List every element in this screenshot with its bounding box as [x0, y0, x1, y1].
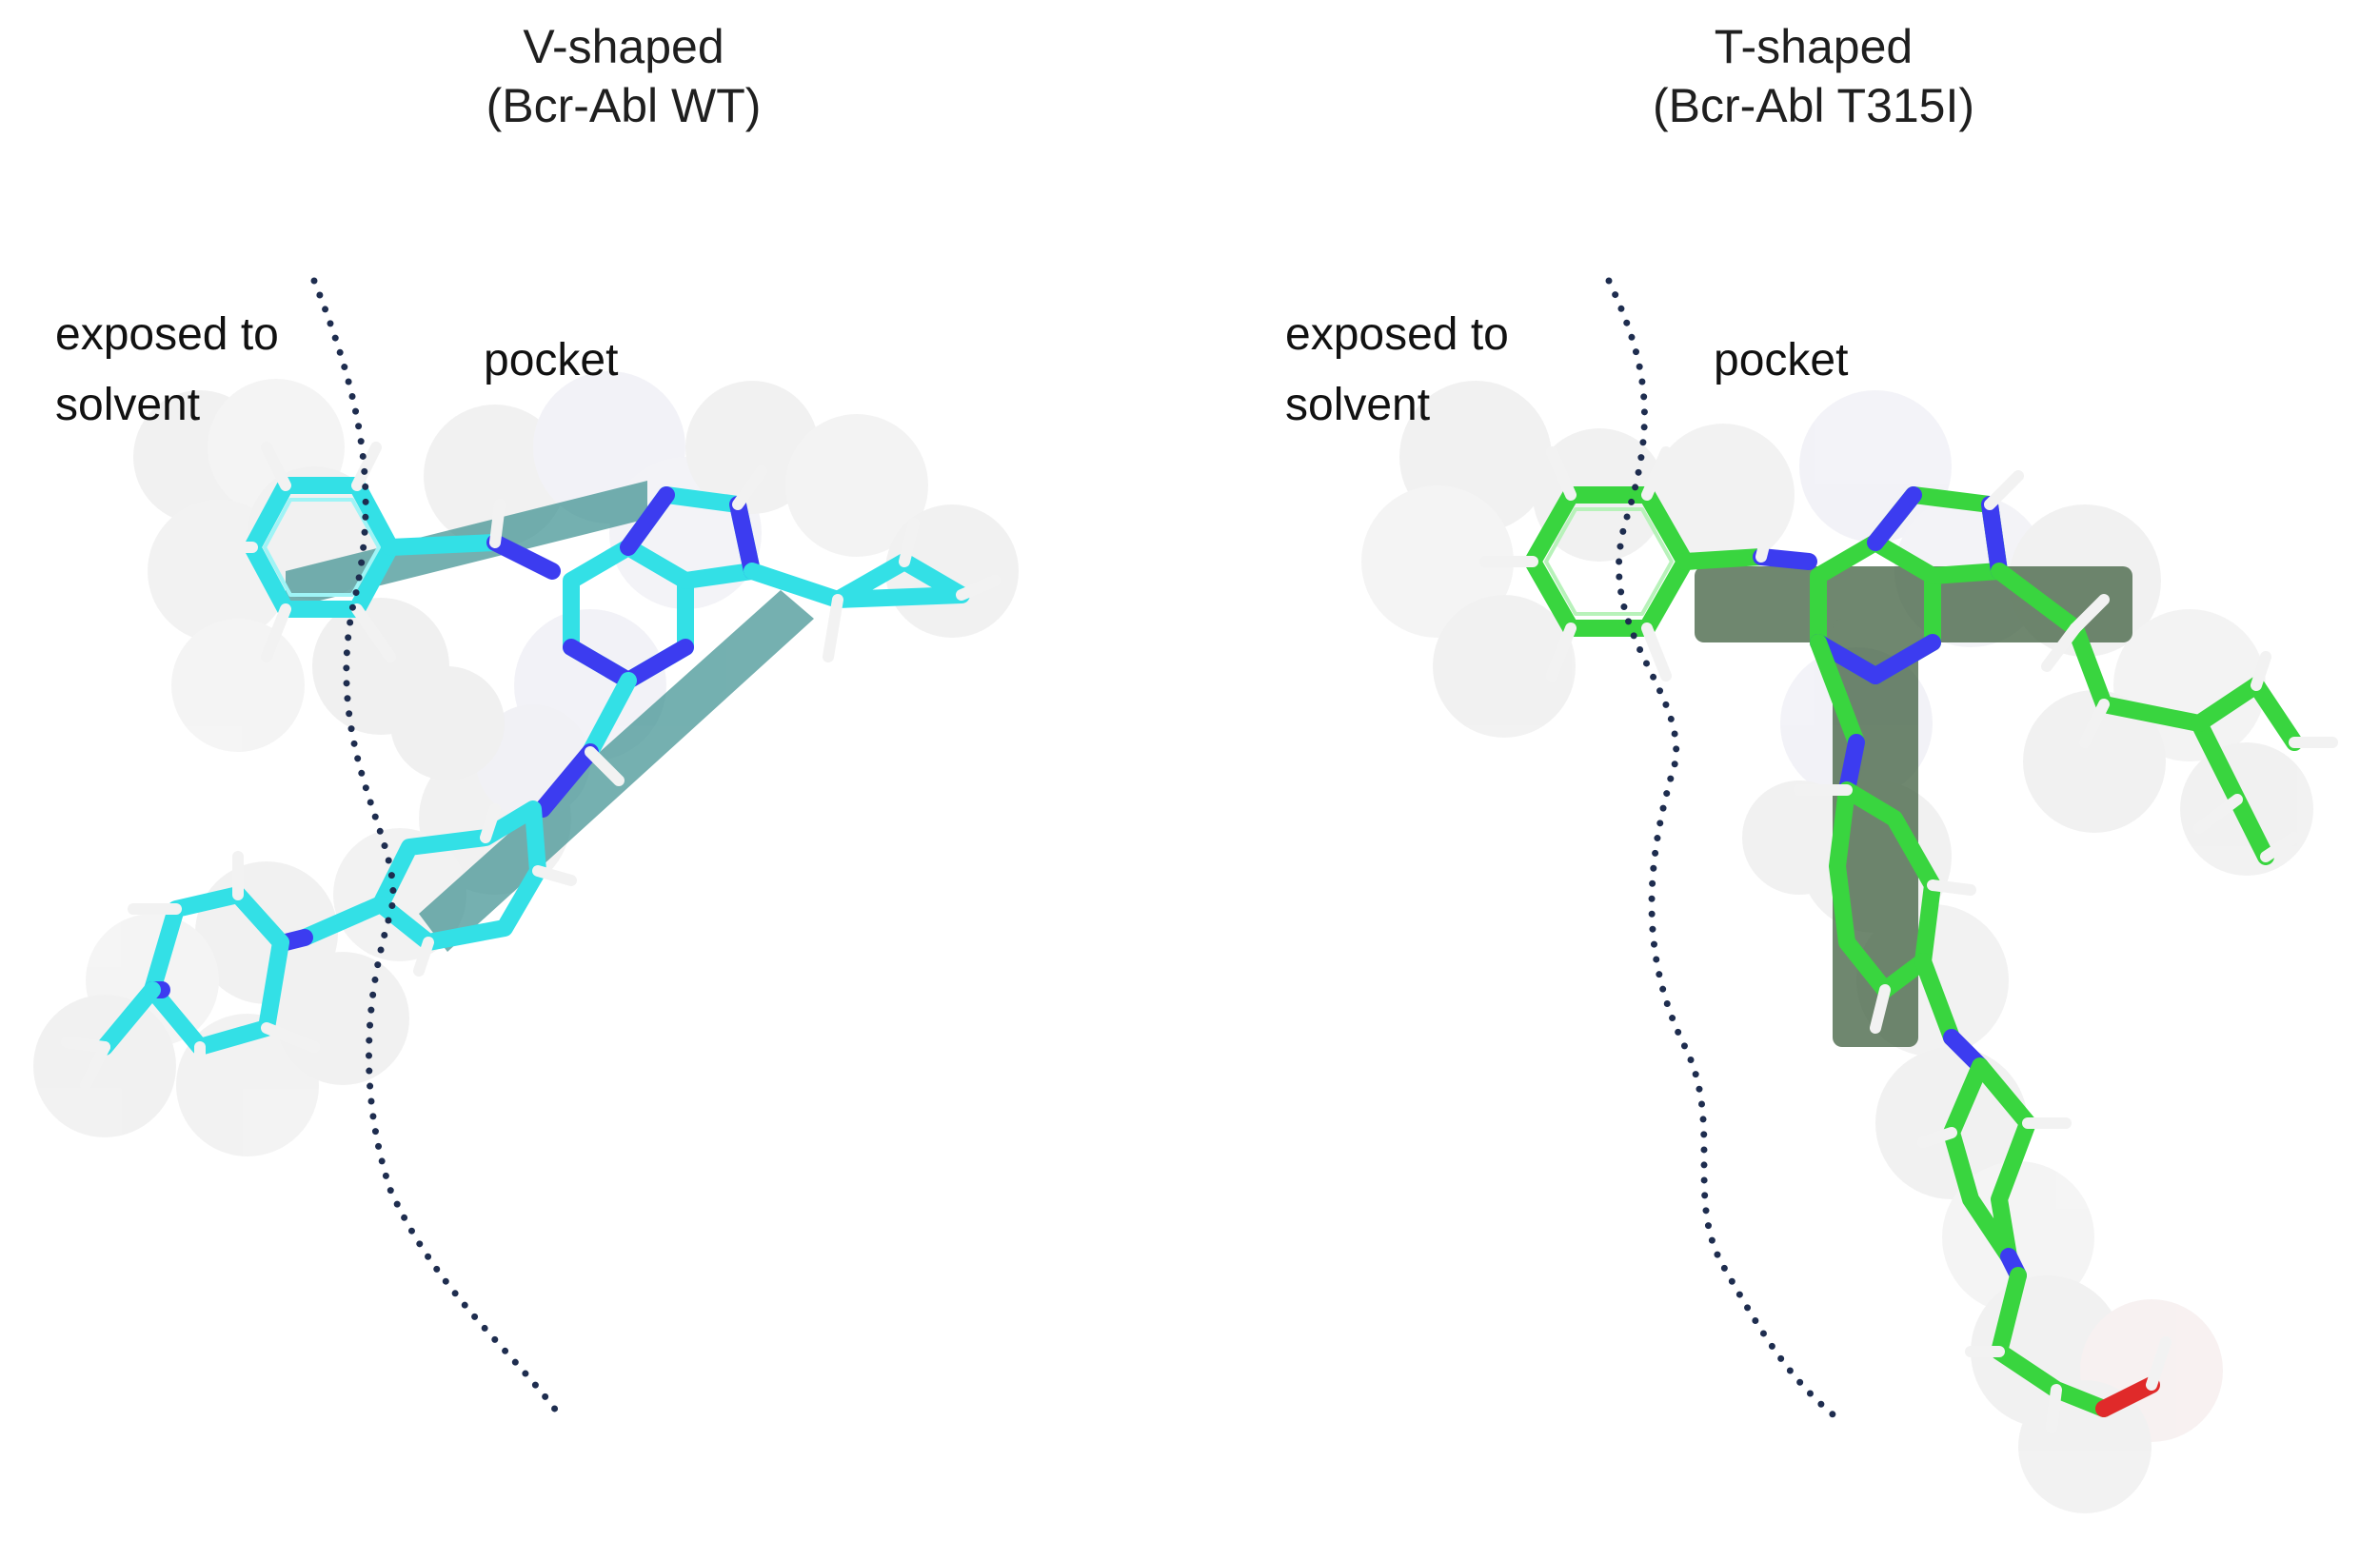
solvent-label-line1: exposed to — [55, 309, 279, 360]
solvent-region-label: exposed to solvent — [55, 300, 279, 441]
hydrogen-atoms — [1479, 446, 2338, 1433]
hydrogen-atoms — [61, 442, 1001, 1091]
solvent-region-label: exposed to solvent — [1285, 300, 1509, 441]
title-target: (Bcr-Abl T315I) — [1652, 79, 1975, 132]
panel-t-shaped: T-shaped (Bcr-Abl T315I) — [1190, 0, 2380, 1541]
molecular-surface — [33, 371, 1019, 1156]
solvent-label-line2: solvent — [1285, 380, 1431, 430]
panel-title: V-shaped (Bcr-Abl WT) — [29, 17, 1219, 135]
title-target: (Bcr-Abl WT) — [486, 79, 762, 132]
solvent-label-line2: solvent — [55, 380, 201, 430]
pocket-label: pocket — [484, 335, 619, 385]
solvent-label-line1: exposed to — [1285, 309, 1509, 360]
title-shape: V-shaped — [523, 20, 724, 73]
solvent-boundary — [310, 277, 565, 1422]
t-shaped-structure — [1361, 277, 2338, 1513]
v-shaped-structure — [33, 277, 1019, 1422]
panel-v-shaped: V-shaped (Bcr-Abl WT) — [33, 20, 1019, 1422]
panel-title: T-shaped (Bcr-Abl T315I) — [1219, 17, 2380, 135]
title-shape: T-shaped — [1714, 20, 1914, 73]
pocket-label: pocket — [1714, 335, 1849, 385]
solvent-boundary — [1605, 277, 1841, 1422]
